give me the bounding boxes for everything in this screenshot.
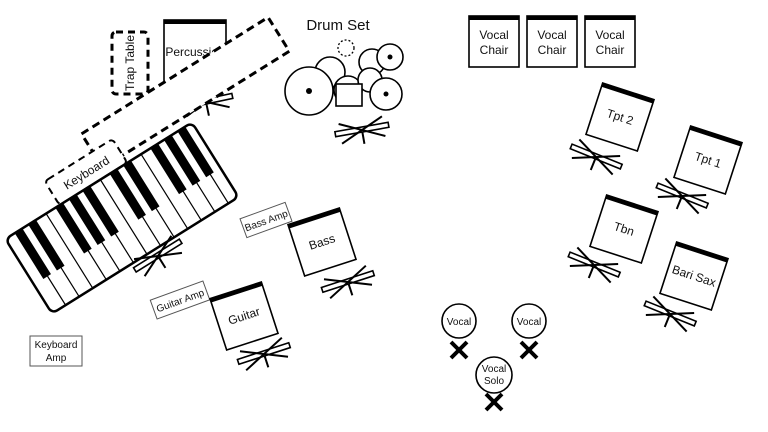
x-mark-icon: [484, 392, 504, 412]
vocal-chair-3-line2: Chair: [596, 43, 625, 57]
vocal-chair-2-line2: Chair: [538, 43, 567, 57]
vocal-chair-3: Vocal Chair: [584, 15, 636, 68]
horn-tpt-1: Tpt 1: [655, 124, 744, 215]
keyboard-amp-label-line2: Amp: [46, 353, 67, 364]
vocal-chair-3-line1: Vocal: [595, 28, 624, 42]
bass-amp: Bass Amp: [239, 201, 293, 239]
bass-station: Bass: [286, 206, 376, 300]
music-stand-icon: [320, 264, 376, 300]
vocal-chair-1-line2: Chair: [480, 43, 509, 57]
keyboard-amp-label-line1: Keyboard: [35, 340, 78, 351]
vocal-mic-right: Vocal: [511, 303, 547, 360]
drum-set-label: Drum Set: [306, 17, 370, 34]
music-stand-icon: [655, 177, 710, 215]
guitar-station: Guitar: [208, 280, 292, 372]
vocal-mic-right-label: Vocal: [517, 317, 541, 328]
music-stand-icon: [333, 115, 390, 145]
vocal-chair-2: Vocal Chair: [526, 15, 578, 68]
horn-tbn: Tbn: [567, 193, 660, 284]
vocal-solo-label-line2: Solo: [484, 376, 504, 387]
vocal-solo-label-line1: Vocal: [482, 364, 506, 375]
music-stand-icon: [643, 295, 698, 333]
guitar-amp: Guitar Amp: [149, 280, 211, 320]
music-stand-icon: [236, 336, 292, 372]
trap-table-label: Trap Table: [123, 35, 137, 91]
horn-tbn-label: Tbn: [612, 219, 636, 239]
music-stand-icon: [569, 138, 624, 176]
horn-tpt-2: Tpt 2: [569, 81, 656, 176]
vocal-mic-left-label: Vocal: [447, 317, 471, 328]
keyboard-amp: Keyboard Amp: [29, 335, 83, 367]
x-mark-icon: [449, 340, 469, 360]
x-mark-icon: [519, 340, 539, 360]
music-stand-icon: [567, 246, 622, 284]
vocal-chair-1-line1: Vocal: [479, 28, 508, 42]
horn-bari-sax: Bari Sax: [643, 240, 730, 333]
vocal-chair-1: Vocal Chair: [468, 15, 520, 68]
drum-set: Drum Set: [284, 17, 404, 145]
trap-table: Trap Table: [110, 30, 150, 96]
music-stand-icon: [132, 235, 184, 277]
vocal-mic-left: Vocal: [441, 303, 477, 360]
piano-keys-icon: [6, 123, 238, 313]
vocal-chair-2-line1: Vocal: [537, 28, 566, 42]
vocal-solo-mic: Vocal Solo: [475, 356, 513, 412]
keyboard: Keyboard: [6, 15, 292, 313]
